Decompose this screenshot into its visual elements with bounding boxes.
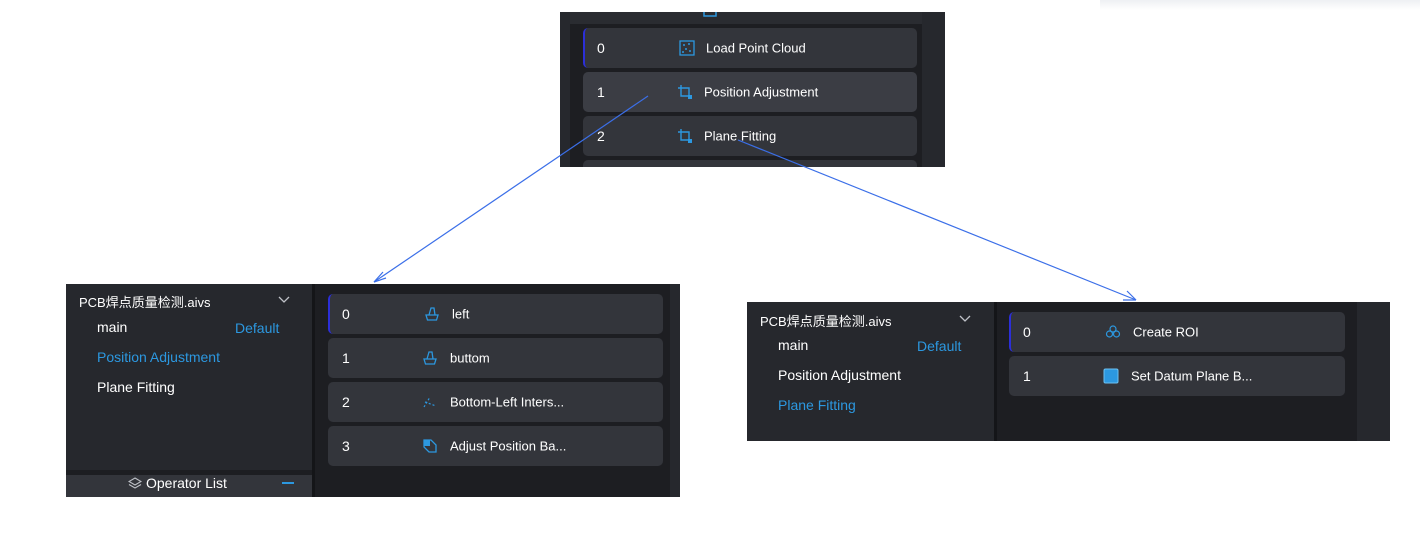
intersection-icon bbox=[423, 396, 437, 408]
row-index: 2 bbox=[342, 394, 350, 410]
top-operator-panel: 0 Load Point Cloud 1 Position Adjustment… bbox=[560, 12, 945, 167]
operator-row[interactable]: 2 Bottom-Left Inters... bbox=[328, 382, 663, 422]
position-adjustment-icon bbox=[678, 85, 692, 99]
right-flow-panel: PCB焊点质量检测.aivs main Default Position Adj… bbox=[747, 302, 1390, 441]
row-index: 1 bbox=[1023, 368, 1031, 384]
flow-item-plane-fitting[interactable]: Plane Fitting bbox=[97, 379, 175, 395]
project-name: PCB焊点质量检测.aivs bbox=[760, 314, 892, 329]
plane-fitting-icon bbox=[678, 129, 692, 143]
row-label: Adjust Position Ba... bbox=[450, 438, 567, 454]
row-label: Create ROI bbox=[1133, 324, 1199, 340]
create-roi-icon bbox=[1105, 325, 1121, 338]
default-badge: Default bbox=[235, 320, 280, 336]
row-index: 1 bbox=[597, 84, 605, 100]
row-label: buttom bbox=[450, 350, 490, 366]
chevron-down-icon[interactable] bbox=[278, 296, 290, 304]
operator-row-partial[interactable] bbox=[583, 160, 917, 167]
basket-icon bbox=[425, 307, 439, 321]
row-label: Position Adjustment bbox=[704, 84, 819, 100]
left-flow-panel: PCB焊点质量检测.aivs main Default Position Adj… bbox=[66, 284, 680, 497]
flow-sidebar bbox=[66, 284, 312, 470]
operator-row[interactable]: 0 left bbox=[328, 294, 663, 334]
operator-row[interactable]: 0 Create ROI bbox=[1009, 312, 1345, 352]
row-index: 0 bbox=[597, 40, 605, 56]
sidebar-divider bbox=[994, 302, 997, 441]
panel-right-edge bbox=[1357, 302, 1390, 441]
row-index: 0 bbox=[1023, 324, 1031, 340]
flow-item-plane-fitting[interactable]: Plane Fitting bbox=[778, 397, 856, 413]
load-point-cloud-icon bbox=[679, 40, 695, 56]
basket-icon bbox=[423, 351, 437, 365]
row-index: 1 bbox=[342, 350, 350, 366]
row-label: Load Point Cloud bbox=[706, 40, 806, 56]
flow-item-main[interactable]: main bbox=[778, 337, 809, 353]
row-index: 3 bbox=[342, 438, 350, 454]
operator-row[interactable]: 1 Position Adjustment bbox=[583, 72, 917, 112]
chevron-down-icon[interactable] bbox=[959, 315, 971, 323]
operator-list-bar[interactable]: Operator List bbox=[66, 475, 312, 497]
row-label: Plane Fitting bbox=[704, 128, 777, 144]
collapse-icon[interactable] bbox=[282, 482, 294, 484]
layers-icon bbox=[128, 477, 142, 489]
operator-row[interactable]: 0 Load Point Cloud bbox=[583, 28, 917, 68]
panel-left-strip bbox=[560, 12, 570, 167]
operator-row[interactable]: 1 Set Datum Plane B... bbox=[1009, 356, 1345, 396]
partial-operator-icon bbox=[703, 12, 717, 17]
adjust-position-icon bbox=[423, 439, 437, 453]
row-label: Set Datum Plane B... bbox=[1131, 368, 1253, 384]
operator-row[interactable]: 2 Plane Fitting bbox=[583, 116, 917, 156]
operator-row[interactable]: 3 Adjust Position Ba... bbox=[328, 426, 663, 466]
flow-sidebar bbox=[747, 302, 994, 441]
row-label: Bottom-Left Inters... bbox=[450, 394, 565, 410]
flow-item-position-adjustment[interactable]: Position Adjustment bbox=[778, 367, 901, 383]
background-shadow bbox=[1100, 0, 1420, 10]
sidebar-divider bbox=[312, 284, 315, 497]
set-datum-plane-icon bbox=[1103, 368, 1119, 384]
flow-item-position-adjustment[interactable]: Position Adjustment bbox=[97, 349, 220, 365]
row-label: left bbox=[452, 306, 470, 322]
row-index: 0 bbox=[342, 306, 350, 322]
operator-row[interactable]: 1 buttom bbox=[328, 338, 663, 378]
header-strip bbox=[570, 12, 922, 24]
project-name: PCB焊点质量检测.aivs bbox=[79, 295, 211, 310]
default-badge: Default bbox=[917, 338, 962, 354]
panel-right-edge bbox=[670, 284, 680, 497]
flow-item-main[interactable]: main bbox=[97, 319, 128, 335]
row-index: 2 bbox=[597, 128, 605, 144]
panel-right-edge bbox=[922, 12, 945, 167]
operator-list-label: Operator List bbox=[146, 475, 227, 491]
